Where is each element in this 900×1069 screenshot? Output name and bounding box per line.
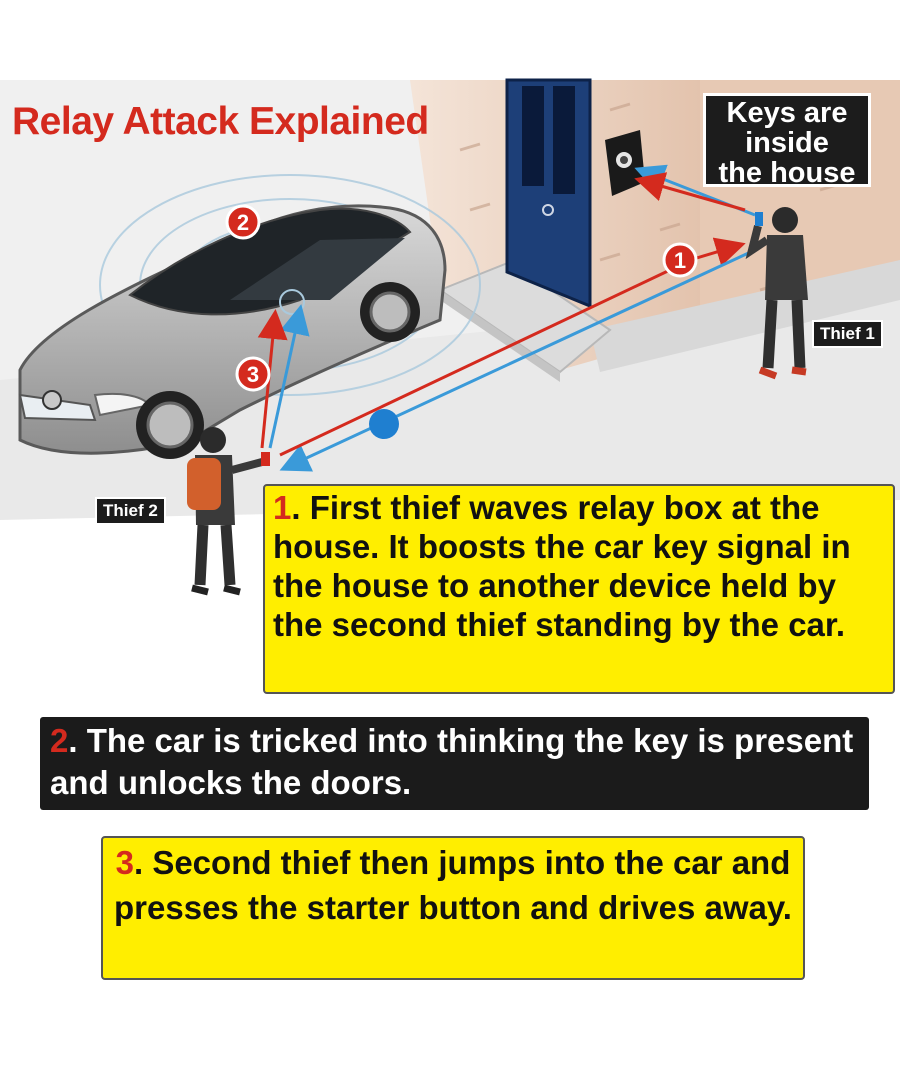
step-text: . First thief waves relay box at the hou… <box>273 489 851 643</box>
car-illustration <box>18 174 481 459</box>
step-2-caption: 2. The car is tricked into thinking the … <box>40 717 869 810</box>
front-door <box>505 78 592 309</box>
keys-inside-label: Keys are inside the house <box>703 93 871 189</box>
marker-2-label: 2 <box>237 210 249 235</box>
step-1-caption: 1. First thief waves relay box at the ho… <box>263 484 895 694</box>
marker-1: 1 <box>662 242 698 278</box>
step-3-caption: 3. Second thief then jumps into the car … <box>101 836 805 980</box>
step-number: 3 <box>115 844 134 881</box>
thief-1-label: Thief 1 <box>812 320 883 348</box>
step-number: 1 <box>273 489 292 526</box>
thief-figure-icon <box>745 207 808 380</box>
keys-label-line: inside <box>745 127 829 159</box>
keys-label-line: the house <box>718 157 856 189</box>
signal-arrows <box>257 164 756 472</box>
page-title: Relay Attack Explained <box>12 100 429 143</box>
keys-label-line: Keys are <box>726 97 848 129</box>
thief-2-label: Thief 2 <box>95 497 166 525</box>
step-text: . Second thief then jumps into the car a… <box>114 844 792 926</box>
marker-1-label: 1 <box>674 248 686 273</box>
marker-3-label: 3 <box>247 362 259 387</box>
marker-2: 2 <box>225 204 261 240</box>
thief-figure-icon <box>187 427 270 596</box>
step-text: . The car is tricked into thinking the k… <box>50 722 854 801</box>
step-number: 2 <box>50 722 69 759</box>
marker-3: 3 <box>235 356 271 392</box>
